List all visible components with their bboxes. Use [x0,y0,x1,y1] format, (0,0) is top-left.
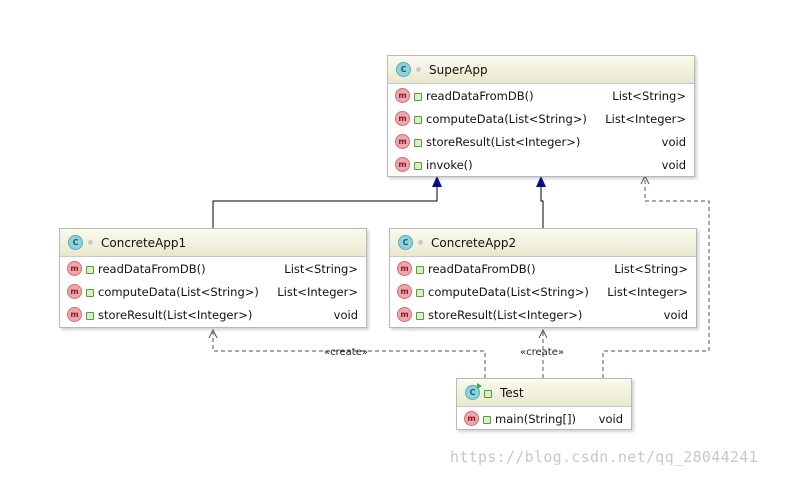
return-type: List<String> [614,261,688,276]
method-icon: m [67,284,82,299]
method-icon: m [397,284,412,299]
class-name: Test [500,385,524,400]
inherit-line-concreteapp2 [540,186,544,228]
method-row[interactable]: m storeResult(List<Integer>) void [388,130,694,153]
class-icon: C [396,62,411,77]
open-arrow-concreteapp1 [208,328,218,339]
method-name: storeResult(List<Integer>) [98,307,253,322]
create-line-concreteapp1 [212,332,486,378]
method-row[interactable]: m main(String[]) void [457,407,631,430]
return-type: List<Integer> [607,284,688,299]
class-name: ConcreteApp2 [431,235,517,250]
class-concreteapp2[interactable]: C ConcreteApp2 m readDataFromDB() List<S… [389,228,697,328]
public-lock-icon [416,288,424,297]
public-lock-icon [416,311,424,320]
return-type: void [661,157,686,172]
class-name: SuperApp [429,62,488,77]
class-test[interactable]: C Test m main(String[]) void [456,378,632,430]
return-type: void [661,134,686,149]
method-row[interactable]: m readDataFromDB() List<String> [60,257,366,280]
return-type: List<String> [612,88,686,103]
method-icon: m [395,111,410,126]
method-name: computeData(List<String>) [426,111,587,126]
method-row[interactable]: m storeResult(List<Integer>) void [60,303,366,326]
class-icon: C [398,235,413,250]
method-icon: m [464,411,479,426]
public-lock-icon [86,265,94,274]
create-label-2: «create» [520,347,564,358]
class-icon: C [68,235,83,250]
dependency-line-superapp [602,178,710,378]
public-lock-icon [86,311,94,320]
method-name: storeResult(List<Integer>) [428,307,583,322]
public-lock-icon [86,288,94,297]
watermark: https://blog.csdn.net/qq_28044241 [450,448,758,466]
return-type: List<String> [284,261,358,276]
class-header: C ConcreteApp2 [390,229,696,257]
public-lock-icon [414,115,422,124]
method-row[interactable]: m computeData(List<String>) List<Integer… [60,280,366,303]
class-name: ConcreteApp1 [101,235,187,250]
return-type: List<Integer> [605,111,686,126]
class-header: C Test [457,379,631,407]
method-icon: m [67,261,82,276]
class-header: C ConcreteApp1 [60,229,366,257]
method-name: computeData(List<String>) [98,284,259,299]
return-type: void [663,307,688,322]
method-icon: m [395,134,410,149]
method-icon: m [397,261,412,276]
public-lock-icon [484,389,492,398]
visibility-dot-icon [416,67,421,72]
inherit-arrowhead-2 [536,176,546,187]
method-row[interactable]: m computeData(List<String>) List<Integer… [390,280,696,303]
method-row[interactable]: m storeResult(List<Integer>) void [390,303,696,326]
method-icon: m [395,88,410,103]
method-icon: m [67,307,82,322]
return-type: void [598,411,623,426]
method-name: readDataFromDB() [426,88,534,103]
class-superapp[interactable]: C SuperApp m readDataFromDB() List<Strin… [387,55,695,177]
inheritance-lines [212,186,544,228]
method-name: main(String[]) [495,411,576,426]
inherit-arrowhead-1 [432,176,442,187]
create-label-1: «create» [324,347,368,358]
return-type: void [333,307,358,322]
public-lock-icon [414,161,422,170]
method-row[interactable]: m readDataFromDB() List<String> [388,84,694,107]
visibility-dot-icon [88,240,93,245]
return-type: List<Integer> [277,284,358,299]
method-row[interactable]: m invoke() void [388,153,694,176]
public-lock-icon [483,415,491,424]
method-icon: m [395,157,410,172]
method-name: storeResult(List<Integer>) [426,134,581,149]
inherit-line-concreteapp1 [212,186,438,228]
public-lock-icon [414,92,422,101]
method-name: readDataFromDB() [428,261,536,276]
dependency-lines [212,178,710,378]
method-row[interactable]: m readDataFromDB() List<String> [390,257,696,280]
method-row[interactable]: m computeData(List<String>) List<Integer… [388,107,694,130]
class-icon: C [465,383,482,400]
run-marker-icon [477,383,482,389]
class-header: C SuperApp [388,56,694,84]
public-lock-icon [416,265,424,274]
method-name: readDataFromDB() [98,261,206,276]
public-lock-icon [414,138,422,147]
visibility-dot-icon [418,240,423,245]
method-name: computeData(List<String>) [428,284,589,299]
open-arrow-concreteapp2 [538,328,548,339]
class-concreteapp1[interactable]: C ConcreteApp1 m readDataFromDB() List<S… [59,228,367,328]
method-name: invoke() [426,157,473,172]
method-icon: m [397,307,412,322]
